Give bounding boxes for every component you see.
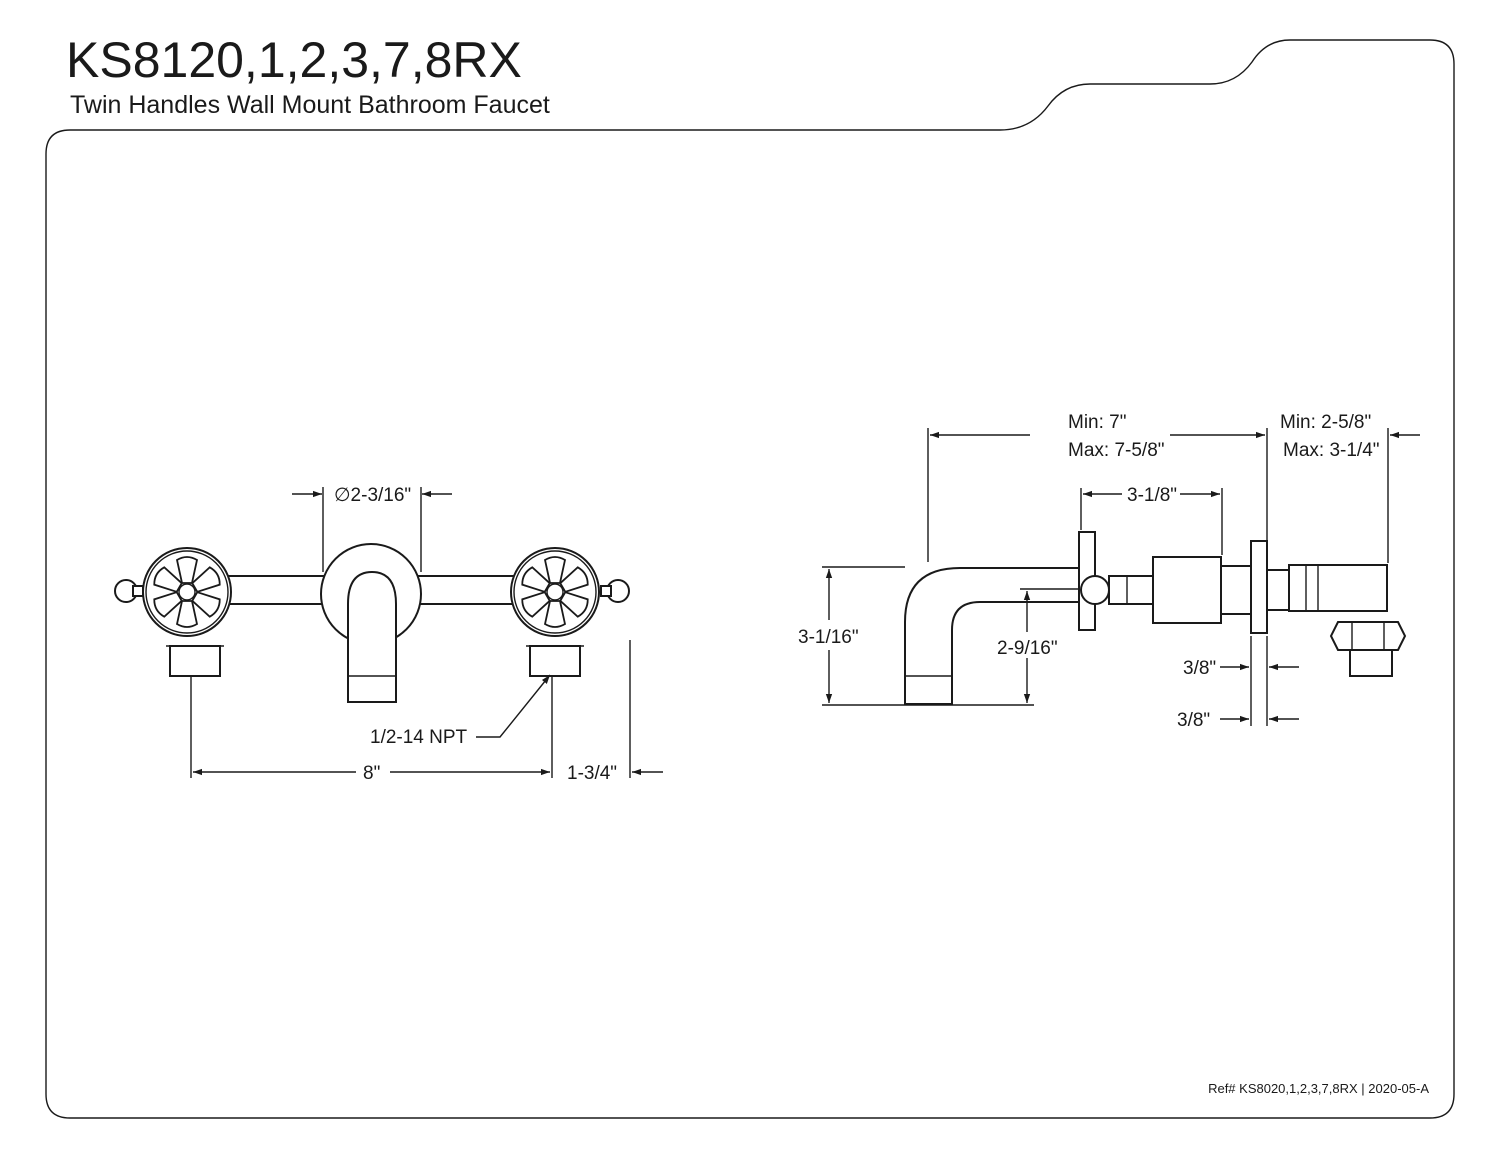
- dim-npt: 1/2-14 NPT: [370, 727, 468, 748]
- dim-diameter: ∅2-3/16": [334, 485, 411, 506]
- dim-width: 8": [363, 763, 380, 784]
- left-wheel-handle: [142, 547, 232, 637]
- side-view: Min: 7" Max: 7-5/8" Min: 2-5/8" Max: 3-1…: [798, 412, 1420, 731]
- reference-code: Ref# KS8020,1,2,3,7,8RX | 2020-05-A: [1208, 1081, 1429, 1096]
- dim-outlet: 2-9/16": [997, 638, 1058, 659]
- page-title: KS8120,1,2,3,7,8RX: [66, 32, 522, 88]
- dim-reach-min: Min: 7": [1068, 412, 1126, 433]
- dim-wall-min: Min: 2-5/8": [1280, 412, 1371, 433]
- sheet-border: [45, 39, 1455, 1119]
- dim-body: 3-1/8": [1127, 485, 1177, 506]
- dim-height: 3-1/16": [798, 627, 859, 648]
- front-view: ∅2-3/16" 1/2-14 NPT 8" 1-3/4": [114, 485, 663, 784]
- right-wheel-handle: [510, 547, 600, 637]
- dim-depth: 1-3/4": [567, 763, 617, 784]
- dim-reach-max: Max: 7-5/8": [1068, 440, 1165, 461]
- dim-wall-max: Max: 3-1/4": [1283, 440, 1380, 461]
- page-subtitle: Twin Handles Wall Mount Bathroom Faucet: [70, 91, 550, 119]
- dim-flange-b: 3/8": [1177, 710, 1210, 731]
- dim-flange-a: 3/8": [1183, 658, 1216, 679]
